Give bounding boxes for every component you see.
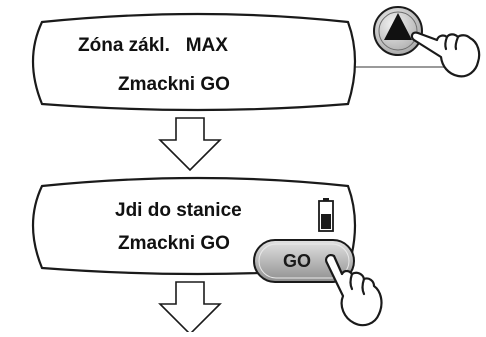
pointing-hand-icon [325,254,383,327]
screen-2-line-1: Jdi do stanice [115,200,242,221]
display-screen-1 [31,12,357,112]
screen-1-line-2: Zmackni GO [118,74,230,95]
screen-2-line-2: Zmackni GO [118,233,230,254]
battery-icon [318,198,334,232]
screen-1-line-1: Zóna zákl. MAX [78,35,228,56]
go-button[interactable] [253,239,355,283]
go-button-label: GO [283,251,312,271]
arrow-down-icon [158,117,222,172]
arrow-down-icon [158,281,222,336]
pointing-hand-icon [410,31,481,78]
up-button[interactable] [373,6,423,56]
triangle-up-icon [384,13,412,40]
